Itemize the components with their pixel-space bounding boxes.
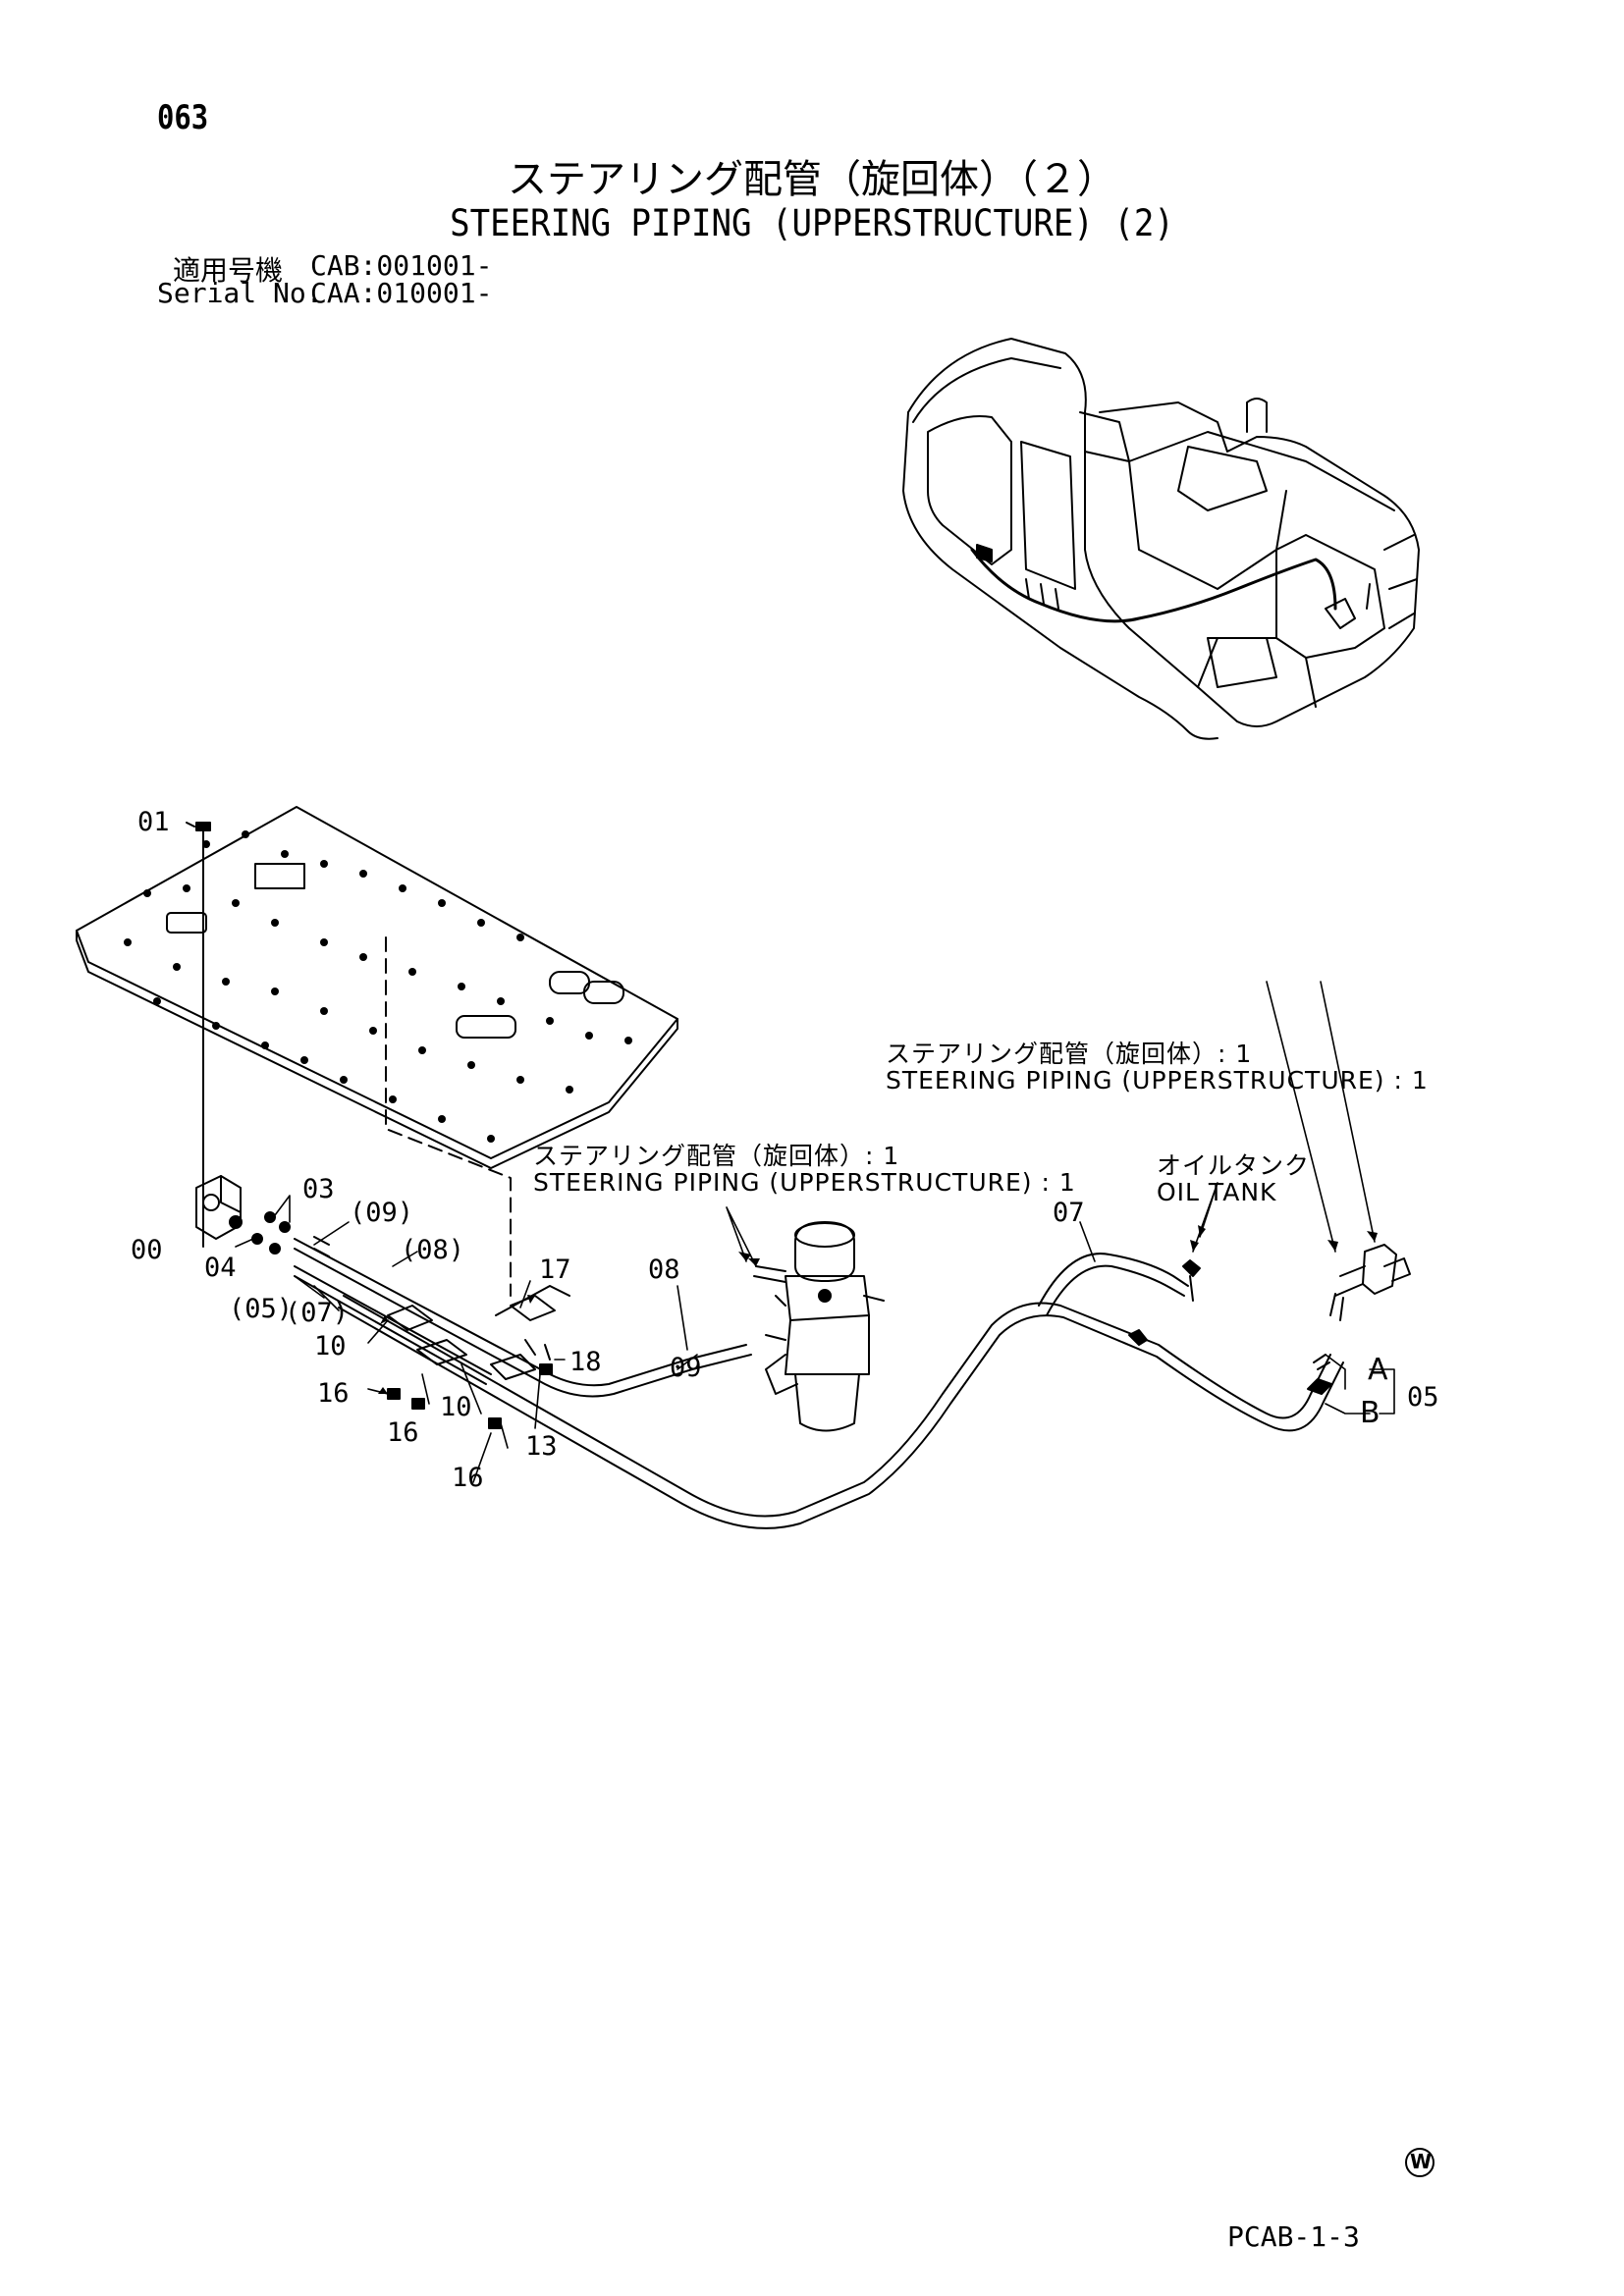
fittings-03-04 bbox=[251, 1211, 291, 1255]
part-label-00: 00 bbox=[131, 1235, 163, 1265]
part-label-09-paren: (09) bbox=[350, 1198, 414, 1228]
part-label-05: 05 bbox=[1407, 1382, 1439, 1413]
part-label-01: 01 bbox=[137, 807, 170, 837]
serial-label-en: Serial No. bbox=[157, 277, 323, 309]
part-label-13: 13 bbox=[525, 1431, 558, 1462]
clamps bbox=[387, 1295, 556, 1380]
part-label-B: B bbox=[1360, 1396, 1380, 1430]
part-label-18: 18 bbox=[569, 1347, 602, 1377]
callout-mid-jp: ステアリング配管（旋回体）: 1 bbox=[533, 1142, 900, 1170]
part-label-10-mid: 10 bbox=[440, 1392, 472, 1422]
page-code: PCAB-1-3 bbox=[1227, 2220, 1360, 2253]
callout-upper-en: STEERING PIPING (UPPERSTRUCTURE) : 1 bbox=[886, 1066, 1429, 1095]
part-label-A: A bbox=[1368, 1353, 1388, 1387]
bolt-01 bbox=[186, 822, 211, 1248]
part-label-16-c: 16 bbox=[452, 1463, 484, 1493]
callout-oil-tank-en: OIL TANK bbox=[1157, 1178, 1277, 1206]
serial-label-jp: 適用号機 bbox=[173, 254, 284, 287]
w-mark-circle bbox=[1405, 2148, 1435, 2177]
callout-oil-tank-jp: オイルタンク bbox=[1157, 1151, 1311, 1180]
title-japanese: ステアリング配管（旋回体）（２） bbox=[508, 157, 1116, 202]
part-label-08-paren: (08) bbox=[401, 1235, 465, 1265]
dashed-leader bbox=[385, 936, 512, 1297]
floor-plate bbox=[76, 806, 678, 1169]
part-label-05-paren: (05) bbox=[229, 1294, 294, 1324]
w-mark: W bbox=[1410, 2150, 1433, 2173]
swivel-joint bbox=[753, 1221, 885, 1432]
part-label-08: 08 bbox=[648, 1255, 680, 1285]
arrowheads bbox=[378, 1225, 1378, 1394]
oil-tank-fitting bbox=[1182, 1244, 1411, 1321]
part-label-03: 03 bbox=[302, 1174, 335, 1204]
part-label-17: 17 bbox=[539, 1255, 571, 1285]
part-label-10-left: 10 bbox=[314, 1331, 347, 1362]
part-label-16-b: 16 bbox=[387, 1417, 419, 1448]
callout-upper-jp: ステアリング配管（旋回体）: 1 bbox=[886, 1040, 1253, 1068]
return-line bbox=[338, 1253, 1344, 1529]
part-label-07-paren: (07) bbox=[285, 1298, 350, 1328]
serial-value-1: CAB:001001- bbox=[310, 249, 493, 282]
part-label-07: 07 bbox=[1053, 1198, 1085, 1228]
title-english: STEERING PIPING (UPPERSTRUCTURE) (2) bbox=[450, 202, 1174, 244]
bolts-16 bbox=[387, 1363, 553, 1429]
steering-valve-00 bbox=[195, 1175, 243, 1240]
floor-plate-holes bbox=[124, 830, 632, 1143]
part-label-04: 04 bbox=[204, 1253, 237, 1283]
callout-mid-en: STEERING PIPING (UPPERSTRUCTURE) : 1 bbox=[533, 1168, 1076, 1197]
part-label-09: 09 bbox=[670, 1353, 702, 1383]
part-label-16-a: 16 bbox=[317, 1378, 350, 1409]
page-number: 063 bbox=[157, 98, 209, 137]
excavator-overview-illustration bbox=[902, 338, 1420, 740]
serial-value-2: CAA:010001- bbox=[310, 277, 493, 309]
leader-lines bbox=[235, 981, 1395, 1483]
